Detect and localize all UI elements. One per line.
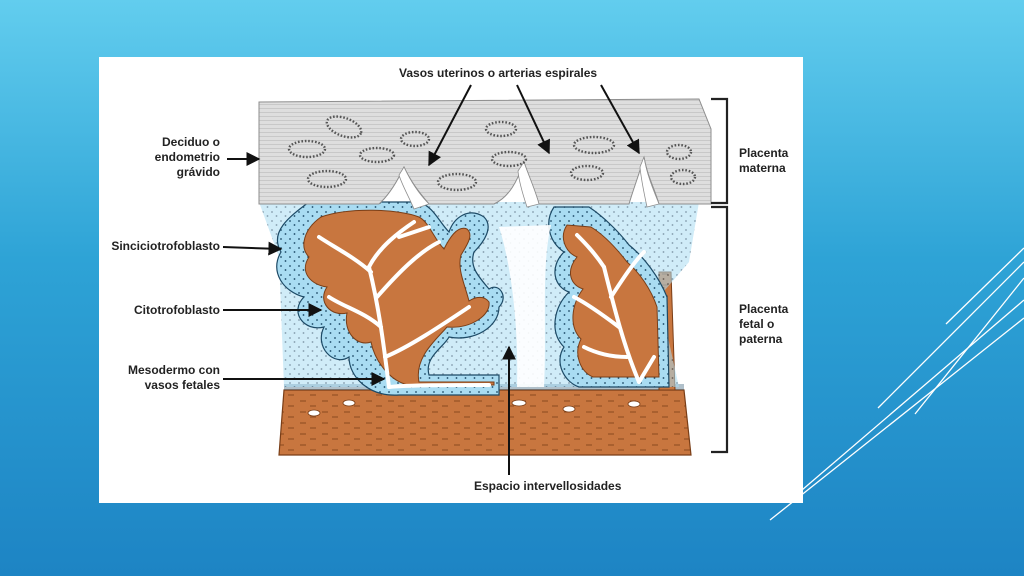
basal-plate — [278, 389, 692, 456]
label-sinciciotrofoblasto: Sinciciotrofoblasto — [111, 239, 220, 253]
bracket-placenta-materna — [711, 97, 729, 205]
arrow-sinciciotrofoblasto — [222, 241, 283, 256]
label-vasos-uterinos: Vasos uterinos o arterias espirales — [399, 66, 598, 80]
arrow-vasos-2 — [516, 84, 550, 155]
villous-tree-left-core — [303, 209, 495, 386]
arrow-vasos-3 — [600, 84, 640, 155]
label-placenta-materna: Placenta materna — [739, 146, 789, 175]
label-mesodermo: Mesodermo con vasos fetales — [127, 363, 220, 392]
placenta-diagram — [222, 84, 729, 475]
label-deciduo: Deciduo o endometrio grávido — [154, 135, 220, 179]
arrow-vasos-1 — [428, 84, 472, 167]
diagram-panel: Vasos uterinos o arterias espirales Deci… — [99, 57, 803, 503]
label-citotrofoblasto: Citotrofoblasto — [134, 303, 220, 317]
label-espacio-intervellosidades: Espacio intervellosidades — [474, 479, 622, 493]
bracket-placenta-fetal — [711, 205, 729, 454]
label-placenta-fetal: Placenta fetal o paterna — [739, 302, 789, 346]
